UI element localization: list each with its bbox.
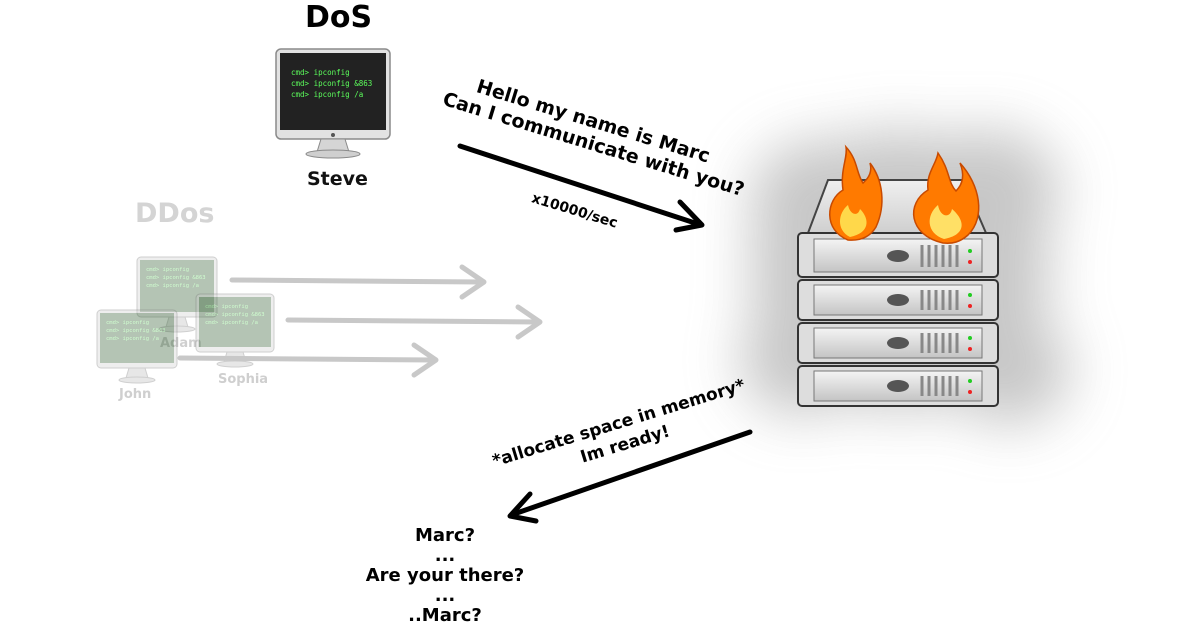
terminal-line: cmd> ipconfig bbox=[291, 68, 350, 77]
monitor-icon bbox=[275, 48, 391, 159]
terminal-text: cmd> ipconfig cmd> ipconfig &863 cmd> ip… bbox=[106, 319, 166, 343]
server-unit bbox=[797, 232, 999, 278]
terminal-text: cmd> ipconfig cmd> ipconfig &863 cmd> ip… bbox=[205, 303, 265, 327]
server-unit bbox=[797, 279, 999, 321]
adam-label: Adam bbox=[160, 336, 202, 351]
ddos-title: DDos bbox=[135, 198, 215, 229]
terminal-line: cmd> ipconfig &863 bbox=[106, 328, 166, 334]
terminal-line: cmd> ipconfig /a bbox=[106, 336, 159, 342]
monitor-icon bbox=[96, 309, 178, 384]
monitor-icon bbox=[136, 256, 218, 333]
ddos-arrow-head bbox=[411, 342, 439, 378]
fire-icon bbox=[829, 144, 883, 241]
terminal-text: cmd> ipconfig cmd> ipconfig &863 cmd> ip… bbox=[146, 266, 206, 290]
terminal-line: cmd> ipconfig bbox=[146, 267, 190, 273]
terminal-line: cmd> ipconfig &863 bbox=[291, 79, 373, 88]
terminal-line: cmd> ipconfig bbox=[106, 320, 150, 326]
terminal-line: cmd> ipconfig bbox=[205, 304, 249, 310]
fire-icon bbox=[912, 151, 980, 244]
terminal-line: cmd> ipconfig &863 bbox=[205, 312, 265, 318]
terminal-line: cmd> ipconfig /a bbox=[291, 90, 364, 99]
server-unit bbox=[797, 322, 999, 364]
monitor-icon bbox=[195, 293, 275, 368]
terminal-line: cmd> ipconfig /a bbox=[205, 320, 258, 326]
steve-computer: cmd> ipconfig cmd> ipconfig &863 cmd> ip… bbox=[275, 48, 391, 160]
adam-computer: cmd> ipconfig cmd> ipconfig &863 cmd> ip… bbox=[136, 256, 218, 334]
response-arrow bbox=[507, 429, 753, 524]
ddos-arrow bbox=[285, 317, 541, 325]
ddos-arrow bbox=[177, 355, 437, 363]
dos-title: DoS bbox=[305, 0, 373, 35]
ddos-arrow bbox=[229, 277, 485, 285]
waiting-line: ..Marc? bbox=[408, 605, 482, 626]
john-computer: cmd> ipconfig cmd> ipconfig &863 cmd> ip… bbox=[96, 309, 178, 385]
sophia-computer: cmd> ipconfig cmd> ipconfig &863 cmd> ip… bbox=[195, 293, 275, 369]
steve-label: Steve bbox=[307, 168, 368, 190]
ddos-arrow-head bbox=[459, 264, 487, 300]
terminal-line: cmd> ipconfig /a bbox=[146, 283, 199, 289]
waiting-messages: Marc? ... Are your there? ... ..Marc? bbox=[355, 526, 535, 626]
ddos-arrow-head bbox=[515, 304, 543, 340]
waiting-line: Marc? bbox=[414, 525, 476, 546]
sophia-label: Sophia bbox=[218, 372, 269, 387]
waiting-line: ... bbox=[434, 545, 456, 566]
john-label: John bbox=[119, 387, 152, 402]
server-icon bbox=[797, 144, 999, 407]
server-unit bbox=[797, 365, 999, 407]
waiting-line: ... bbox=[434, 585, 456, 606]
terminal-text: cmd> ipconfig cmd> ipconfig &863 cmd> ip… bbox=[291, 67, 372, 100]
waiting-line: Are your there? bbox=[365, 565, 525, 586]
terminal-line: cmd> ipconfig &863 bbox=[146, 275, 206, 281]
